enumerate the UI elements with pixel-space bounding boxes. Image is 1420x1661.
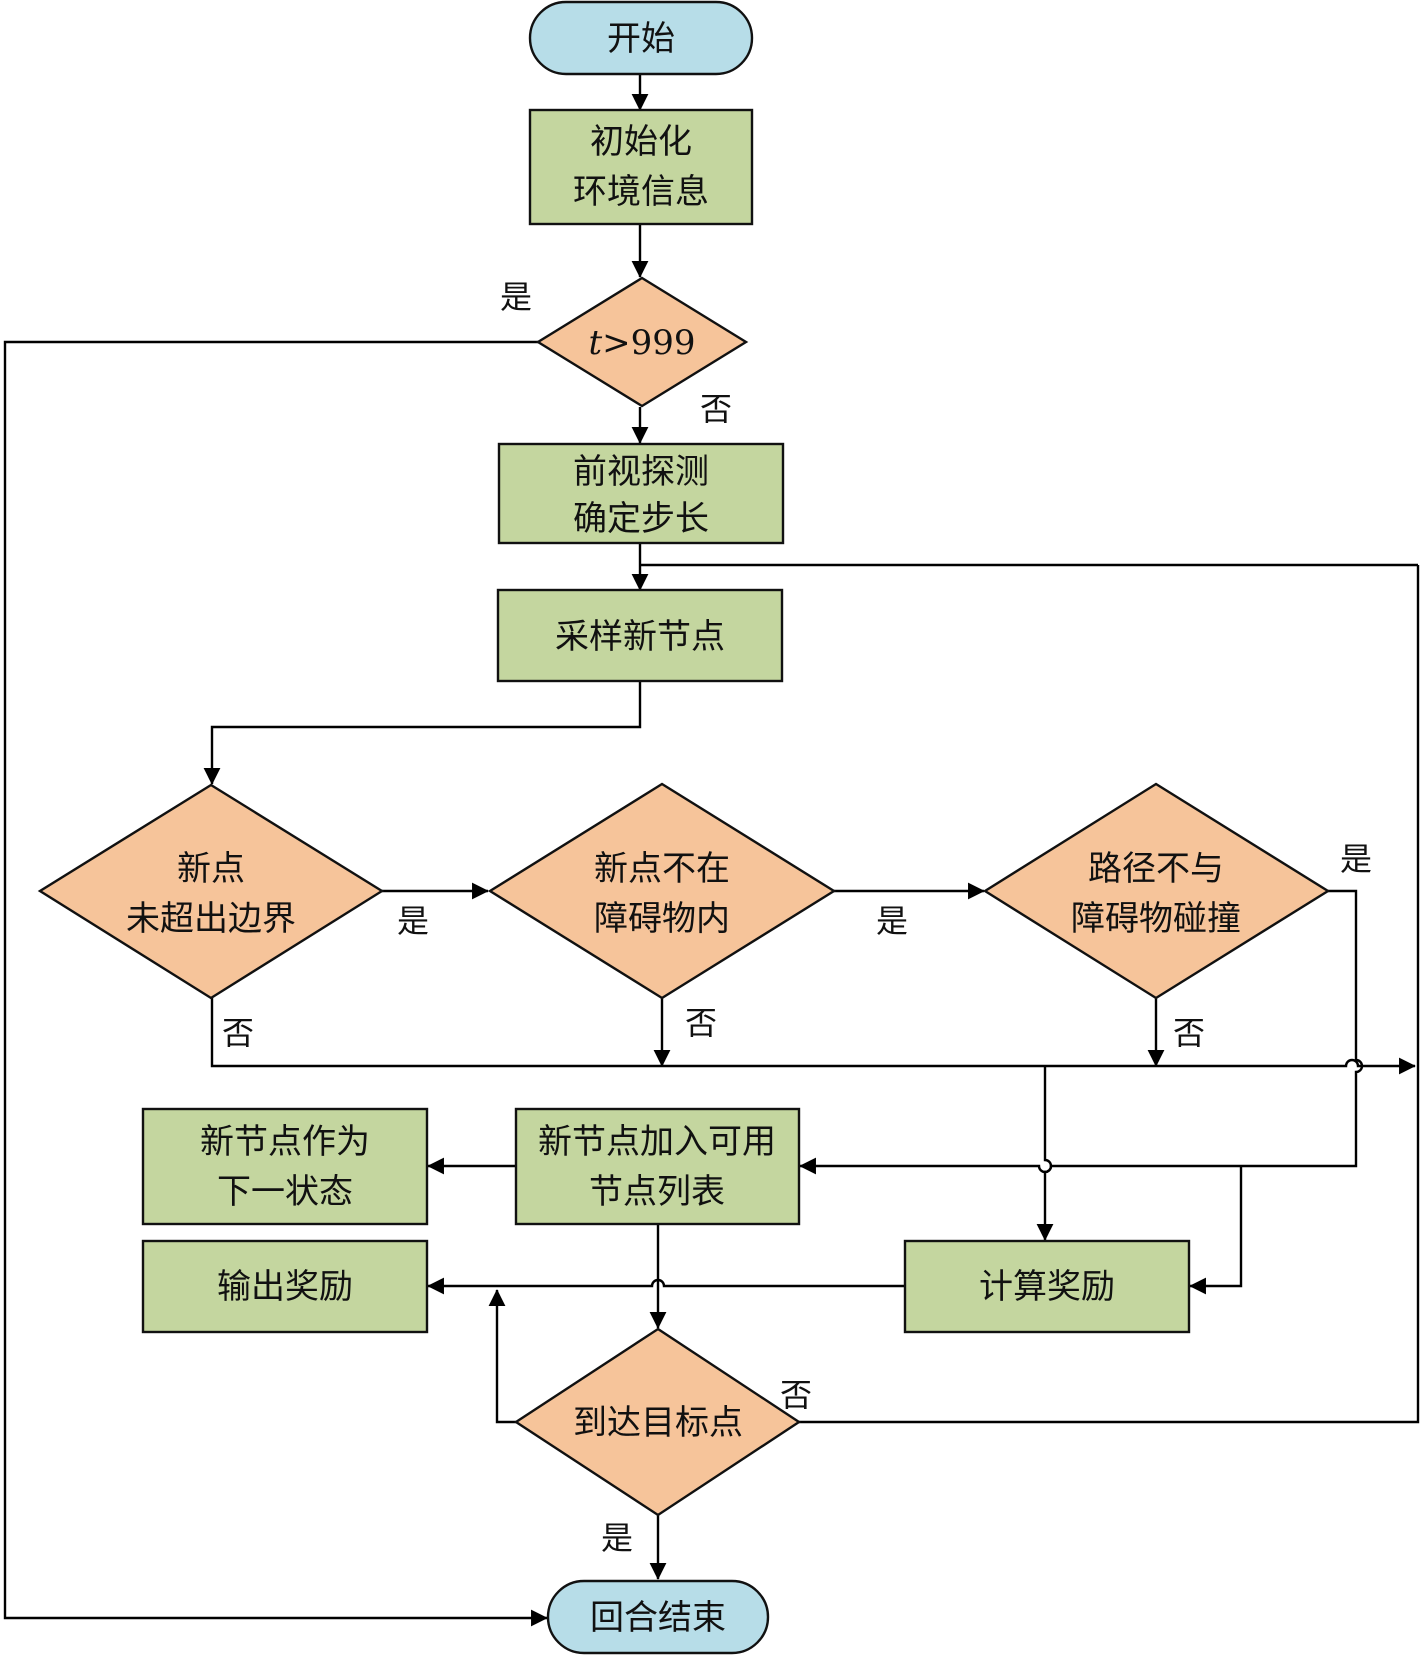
node-not-in-obstacle-line1: 新点不在 xyxy=(594,849,730,889)
node-init-line1: 初始化 xyxy=(590,122,692,162)
node-t-check-label: t>999 xyxy=(588,323,695,363)
node-output-reward[interactable]: 输出奖励 xyxy=(141,1239,429,1334)
node-init[interactable]: 初始化 环境信息 xyxy=(528,108,754,226)
node-start[interactable]: 开始 xyxy=(528,0,754,76)
decision-shape xyxy=(487,782,837,1000)
node-end-label: 回合结束 xyxy=(590,1598,726,1638)
edge-tcheck-end xyxy=(3,340,548,1627)
node-not-in-obstacle[interactable]: 新点不在 障碍物内 xyxy=(487,782,837,1000)
node-start-label: 开始 xyxy=(607,19,675,59)
node-no-collision-line2: 障碍物碰撞 xyxy=(1071,899,1241,939)
node-in-bounds-line2: 未超出边界 xyxy=(126,899,296,939)
label-collision-yes: 是 xyxy=(1340,840,1372,878)
edge-collision-addnode xyxy=(799,889,1364,1175)
t-variable: t xyxy=(588,323,602,363)
nodes: 开始 初始化 环境信息 t>999 前视探测 确定步长 采样新节点 新点 xyxy=(37,0,1331,1655)
node-t-check[interactable]: t>999 xyxy=(535,276,749,408)
label-obstacle-yes: 是 xyxy=(876,902,908,940)
process-shape xyxy=(514,1107,801,1226)
node-lookahead-line1: 前视探测 xyxy=(573,452,709,492)
edge-branch-calcreward xyxy=(1189,1166,1243,1295)
edge-sample-inbounds xyxy=(203,681,642,785)
node-in-bounds[interactable]: 新点 未超出边界 xyxy=(37,783,385,1000)
edge-bus-calcreward xyxy=(1036,1066,1054,1241)
label-goal-no: 否 xyxy=(780,1376,812,1414)
node-lookahead[interactable]: 前视探测 确定步长 xyxy=(497,442,785,545)
node-add-node-line1: 新节点加入可用 xyxy=(538,1122,776,1162)
edge-calcreward-output xyxy=(427,1277,905,1295)
node-sample[interactable]: 采样新节点 xyxy=(496,588,784,683)
label-obstacle-no: 否 xyxy=(685,1004,717,1042)
process-shape xyxy=(528,108,754,226)
terminal-shape xyxy=(546,1579,770,1655)
node-add-node-line2: 节点列表 xyxy=(589,1172,725,1212)
process-shape xyxy=(903,1239,1191,1334)
edge-goal-loopback xyxy=(799,565,1420,1424)
label-bounds-yes: 是 xyxy=(397,902,429,940)
edge-labels: 是 否 是 否 是 否 是 否 否 是 xyxy=(222,278,1372,1557)
label-bounds-no: 否 xyxy=(222,1014,254,1052)
node-no-collision[interactable]: 路径不与 障碍物碰撞 xyxy=(982,782,1331,1000)
terminal-shape xyxy=(528,0,754,76)
label-goal-yes: 是 xyxy=(601,1519,633,1557)
decision-shape xyxy=(37,783,385,1000)
node-calc-reward-label: 计算奖励 xyxy=(979,1267,1115,1307)
process-shape xyxy=(496,588,784,683)
decision-shape xyxy=(535,276,749,408)
edges xyxy=(3,74,1420,1627)
node-not-in-obstacle-line2: 障碍物内 xyxy=(594,899,730,939)
decision-shape xyxy=(513,1327,802,1517)
node-next-state[interactable]: 新节点作为 下一状态 xyxy=(141,1107,429,1226)
node-add-node[interactable]: 新节点加入可用 节点列表 xyxy=(514,1107,801,1226)
edge-inbounds-no xyxy=(210,998,1416,1075)
node-no-collision-line1: 路径不与 xyxy=(1088,849,1224,889)
node-calc-reward[interactable]: 计算奖励 xyxy=(903,1239,1191,1334)
node-sample-label: 采样新节点 xyxy=(555,617,725,657)
process-shape xyxy=(141,1107,429,1226)
node-output-reward-label: 输出奖励 xyxy=(217,1267,353,1307)
node-lookahead-line2: 确定步长 xyxy=(573,499,709,539)
node-in-bounds-line1: 新点 xyxy=(177,849,245,889)
decision-shape xyxy=(982,782,1331,1000)
node-end[interactable]: 回合结束 xyxy=(546,1579,770,1655)
node-init-line2: 环境信息 xyxy=(573,172,709,212)
label-t-yes: 是 xyxy=(500,278,532,316)
process-shape xyxy=(497,442,785,545)
node-reach-goal-label: 到达目标点 xyxy=(573,1403,743,1443)
node-next-state-line1: 新节点作为 xyxy=(200,1122,370,1162)
t-threshold: >999 xyxy=(602,323,695,363)
process-shape xyxy=(141,1239,429,1334)
edge-goal-output xyxy=(488,1289,516,1424)
label-collision-no: 否 xyxy=(1173,1014,1205,1052)
label-t-no: 否 xyxy=(700,390,732,428)
node-next-state-line2: 下一状态 xyxy=(217,1172,353,1212)
node-reach-goal[interactable]: 到达目标点 xyxy=(513,1327,802,1517)
